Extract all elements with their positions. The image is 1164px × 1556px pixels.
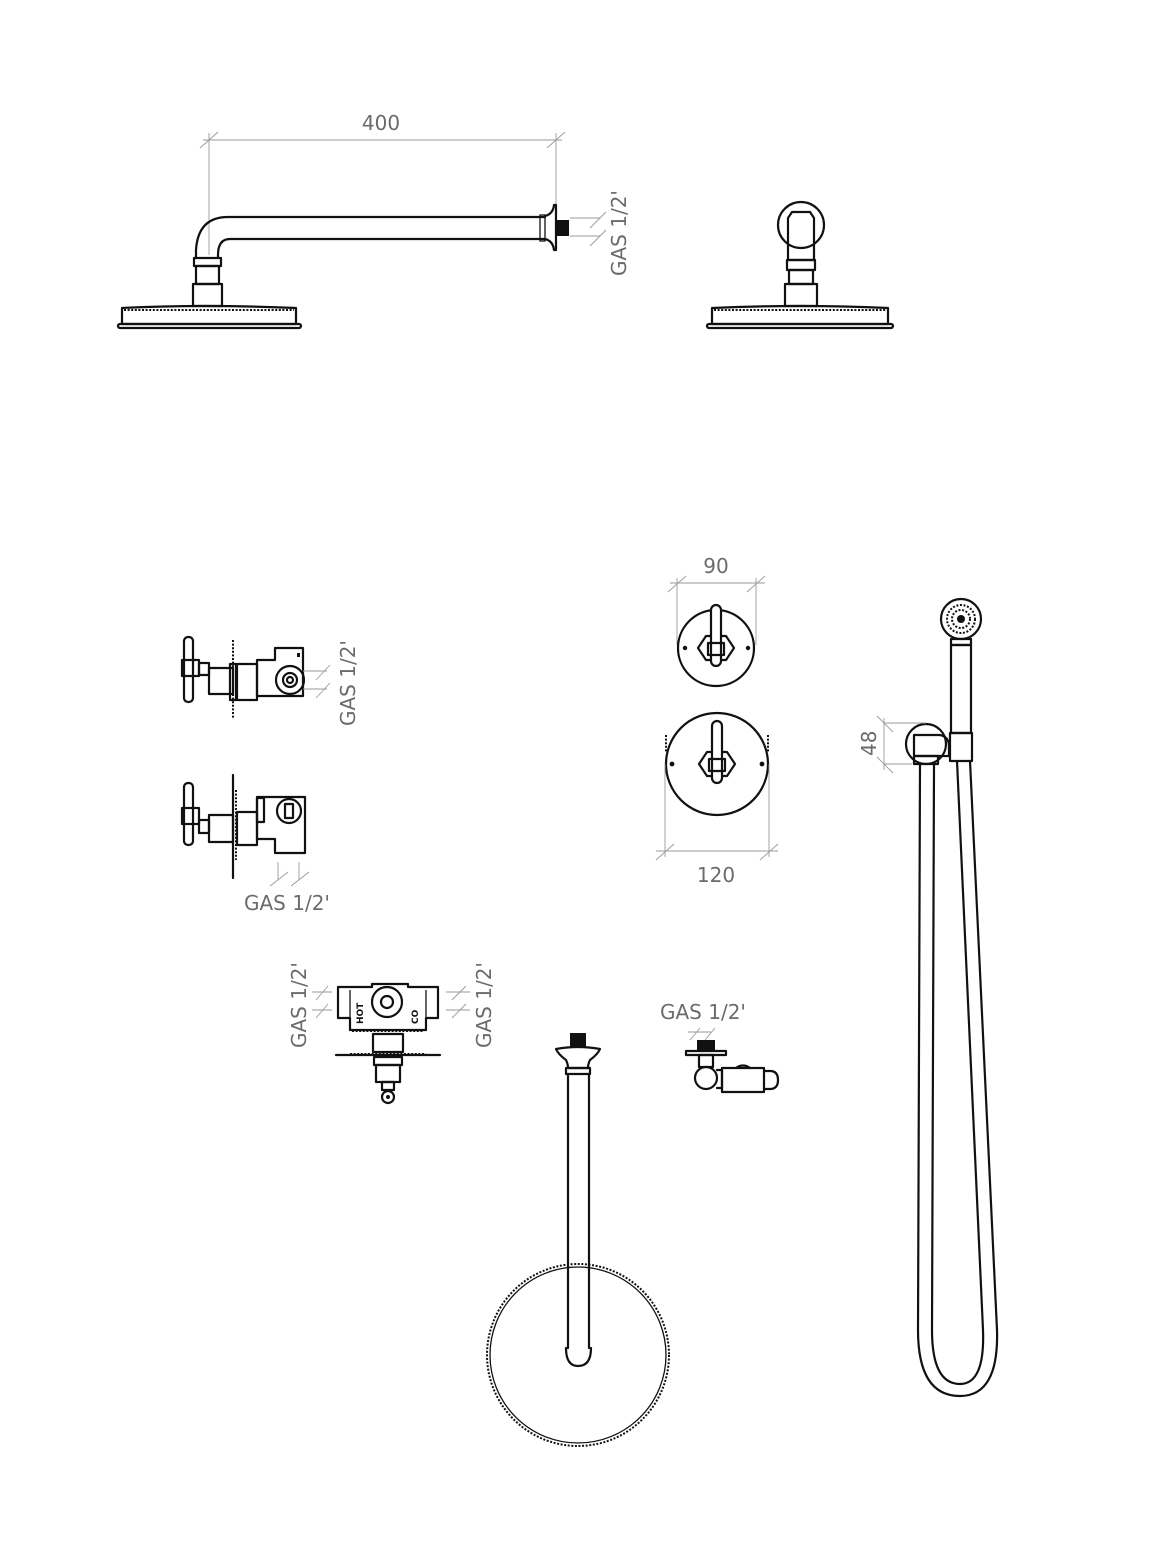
- thread-label-valve-1: GAS 1/2': [336, 640, 360, 726]
- overhead-arm-side-view: 400 GAS 1/2': [116, 111, 631, 330]
- valve-side-view-1: GAS 1/2': [180, 635, 360, 726]
- trim-plates: 90 120: [655, 554, 779, 887]
- hand-shower: 48: [857, 597, 999, 1398]
- wall-outlet-elbow: GAS 1/2': [660, 1000, 780, 1094]
- overhead-arm-front-view: [705, 200, 895, 330]
- thread-label-thermostat-left: GAS 1/2': [287, 962, 311, 1048]
- thermostatic-body: HOT CO GAS 1/2' GAS 1/2': [287, 962, 496, 1105]
- thread-label-arm: GAS 1/2': [607, 190, 631, 276]
- cold-label: CO: [411, 1009, 421, 1024]
- dimension-400: 400: [199, 111, 566, 255]
- dimension-label-90: 90: [703, 554, 728, 578]
- thread-label-valve-2: GAS 1/2': [244, 891, 330, 915]
- ceiling-arm: [486, 1033, 670, 1447]
- thread-label-wall-outlet: GAS 1/2': [660, 1000, 746, 1024]
- thread-label-thermostat-right: GAS 1/2': [472, 962, 496, 1048]
- dimension-label-48: 48: [857, 731, 881, 756]
- dimension-label-400: 400: [362, 111, 400, 135]
- valve-side-view-2: GAS 1/2': [180, 773, 330, 915]
- dimension-label-120: 120: [697, 863, 735, 887]
- hot-label: HOT: [356, 1002, 366, 1024]
